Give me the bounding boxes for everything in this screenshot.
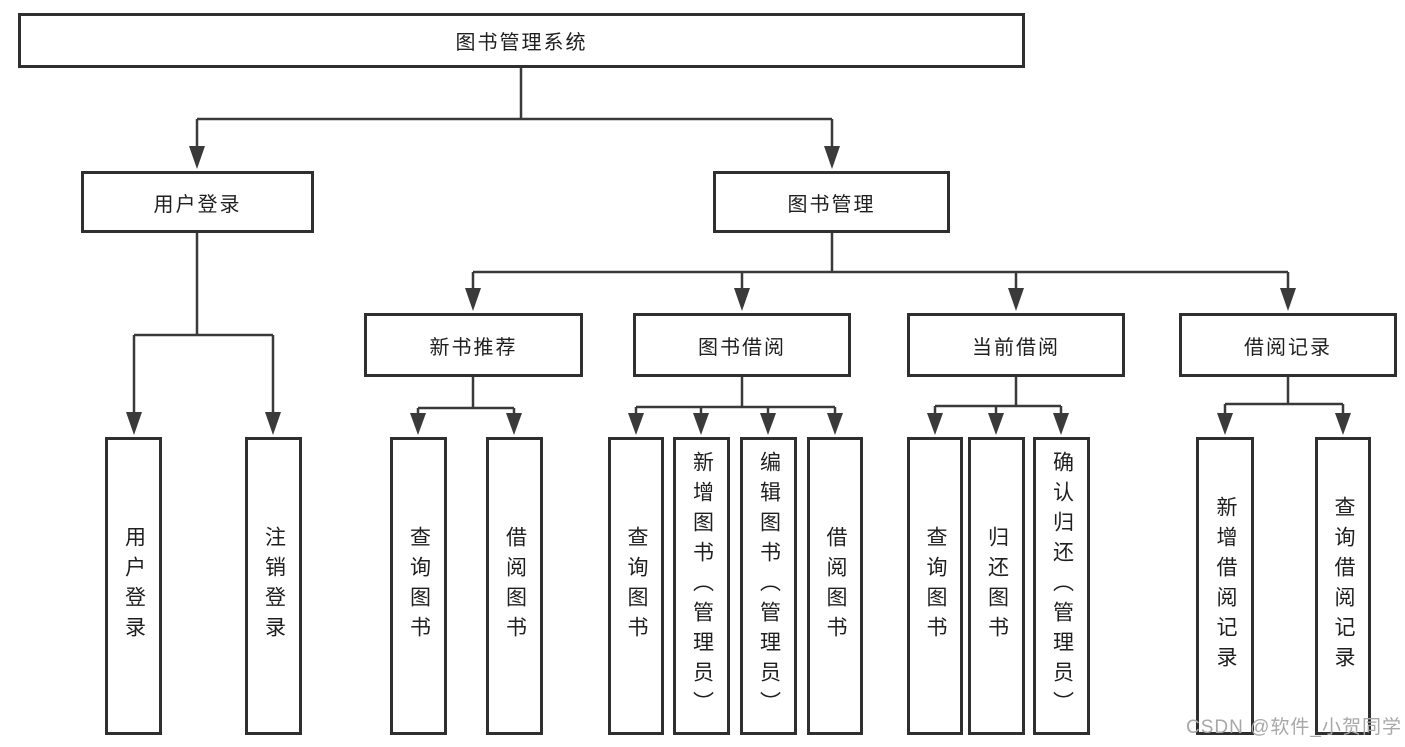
node-label: 用户登录 xyxy=(153,193,242,216)
node-label: 新书推荐 xyxy=(429,336,518,359)
node-label: 确认归还（管理员） xyxy=(1050,451,1074,721)
leaf-br-add-record: 新增借阅记录 xyxy=(1196,437,1254,735)
node-new-book-recommendation: 新书推荐 xyxy=(364,313,583,377)
node-label: 查询图书 xyxy=(625,526,648,646)
leaf-bb-borrow-book: 借阅图书 xyxy=(807,437,863,735)
csdn-watermark: CSDN @软件_小贺同学 xyxy=(1186,717,1402,738)
node-label: 新增图书（管理员） xyxy=(690,451,714,721)
arrowheads xyxy=(126,146,1351,435)
node-label: 图书管理系统 xyxy=(455,32,588,54)
leaf-bb-add-book-admin: 新增图书（管理员） xyxy=(673,437,730,735)
node-label: 用户登录 xyxy=(122,526,146,646)
node-book-borrowing: 图书借阅 xyxy=(633,313,851,377)
node-label: 新增借阅记录 xyxy=(1214,496,1237,676)
node-label: 归还图书 xyxy=(985,526,1009,646)
node-current-borrowing: 当前借阅 xyxy=(907,313,1125,377)
leaf-cb-query-book: 查询图书 xyxy=(907,437,963,735)
node-borrowing-records: 借阅记录 xyxy=(1179,313,1397,377)
node-label: 借阅图书 xyxy=(503,526,527,646)
node-label: 注销登录 xyxy=(262,526,286,646)
leaf-logout: 注销登录 xyxy=(245,437,302,735)
node-label: 查询借阅记录 xyxy=(1332,496,1355,676)
node-label: 借阅记录 xyxy=(1244,336,1332,359)
node-label: 查询图书 xyxy=(924,526,947,646)
leaf-br-query-record: 查询借阅记录 xyxy=(1315,437,1371,735)
node-label: 当前借阅 xyxy=(972,336,1060,359)
leaf-user-login: 用户登录 xyxy=(105,437,162,735)
leaf-rec-borrow-book: 借阅图书 xyxy=(486,437,543,735)
node-label: 借阅图书 xyxy=(824,526,847,646)
node-label: 图书借阅 xyxy=(698,336,786,359)
leaf-bb-query-book: 查询图书 xyxy=(608,437,664,735)
leaf-cb-confirm-return-admin: 确认归还（管理员） xyxy=(1033,437,1090,735)
leaf-cb-return-book: 归还图书 xyxy=(968,437,1025,735)
node-label: 查询图书 xyxy=(407,526,431,646)
node-book-management: 图书管理 xyxy=(713,171,950,233)
node-library-management-system: 图书管理系统 xyxy=(18,13,1025,68)
node-label: 图书管理 xyxy=(787,193,876,216)
leaf-bb-edit-book-admin: 编辑图书（管理员） xyxy=(740,437,797,735)
leaf-rec-query-book: 查询图书 xyxy=(390,437,447,735)
node-label: 编辑图书（管理员） xyxy=(757,451,781,721)
node-user-login: 用户登录 xyxy=(81,171,314,233)
